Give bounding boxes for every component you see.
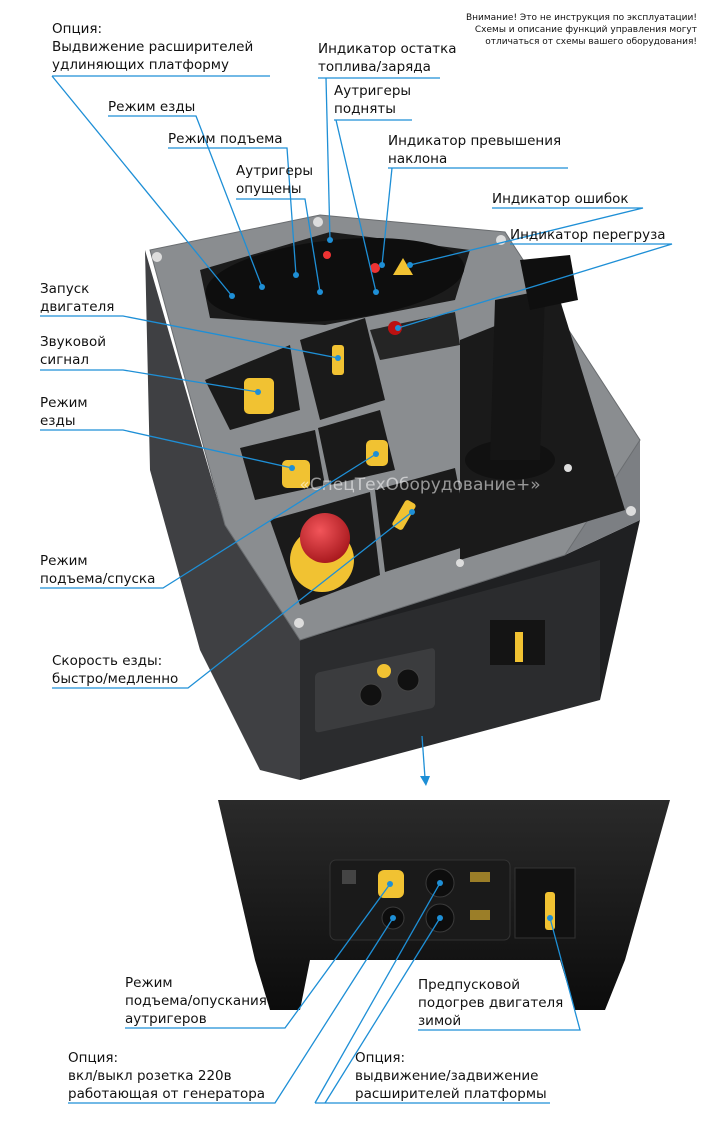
label-drive-speed: Скорость езды: быстро/медленно [52, 653, 179, 687]
control-console [145, 214, 641, 780]
horn-button [244, 378, 274, 414]
label-option-generator: Опция: вкл/выкл розетка 220в работающая … [68, 1050, 266, 1102]
emergency-stop-button [300, 513, 350, 563]
label-outrigger-mode: Режим подъема/опускания аутригеров [125, 975, 267, 1027]
tilt-warning-icon [393, 258, 413, 275]
leader-lines [40, 75, 673, 1104]
label-engine-start: Запуск двигателя [40, 281, 115, 315]
label-tilt-indicator: Индикатор превышения наклона [388, 133, 562, 167]
label-drive-mode-top: Режим езды [108, 99, 196, 115]
label-outriggers-down: Аутригеры опущены [236, 163, 314, 197]
label-lift-mode: Режим подъема [168, 131, 283, 147]
label-option-extensions-bottom: Опция: выдвижение/задвижение расширителе… [355, 1050, 547, 1102]
label-horn: Звуковой сигнал [40, 334, 107, 368]
label-drive-mode: Режим езды [40, 395, 88, 429]
fuel-indicator-light [370, 263, 380, 273]
front-toggle-knob [377, 664, 391, 678]
label-fuel-indicator: Индикатор остатка топлива/заряда [318, 41, 457, 75]
label-error-indicator: Индикатор ошибок [492, 191, 629, 207]
watermark: «СпецТехОборудование+» [299, 475, 540, 495]
label-preheat: Предпусковой подогрев двигателя зимой [418, 977, 564, 1029]
bottom-panel-view [218, 800, 670, 1010]
label-lift-lower-mode: Режим подъема/спуска [40, 553, 156, 587]
joystick [465, 255, 578, 480]
label-option-extensions: Опция: Выдвижение расширителей удлиняющи… [52, 21, 254, 73]
label-outriggers-up: Аутригеры подняты [334, 83, 412, 117]
label-overload-indicator: Индикатор перегруза [510, 227, 666, 243]
disclaimer: Внимание! Это не инструкция по эксплуата… [465, 13, 697, 47]
